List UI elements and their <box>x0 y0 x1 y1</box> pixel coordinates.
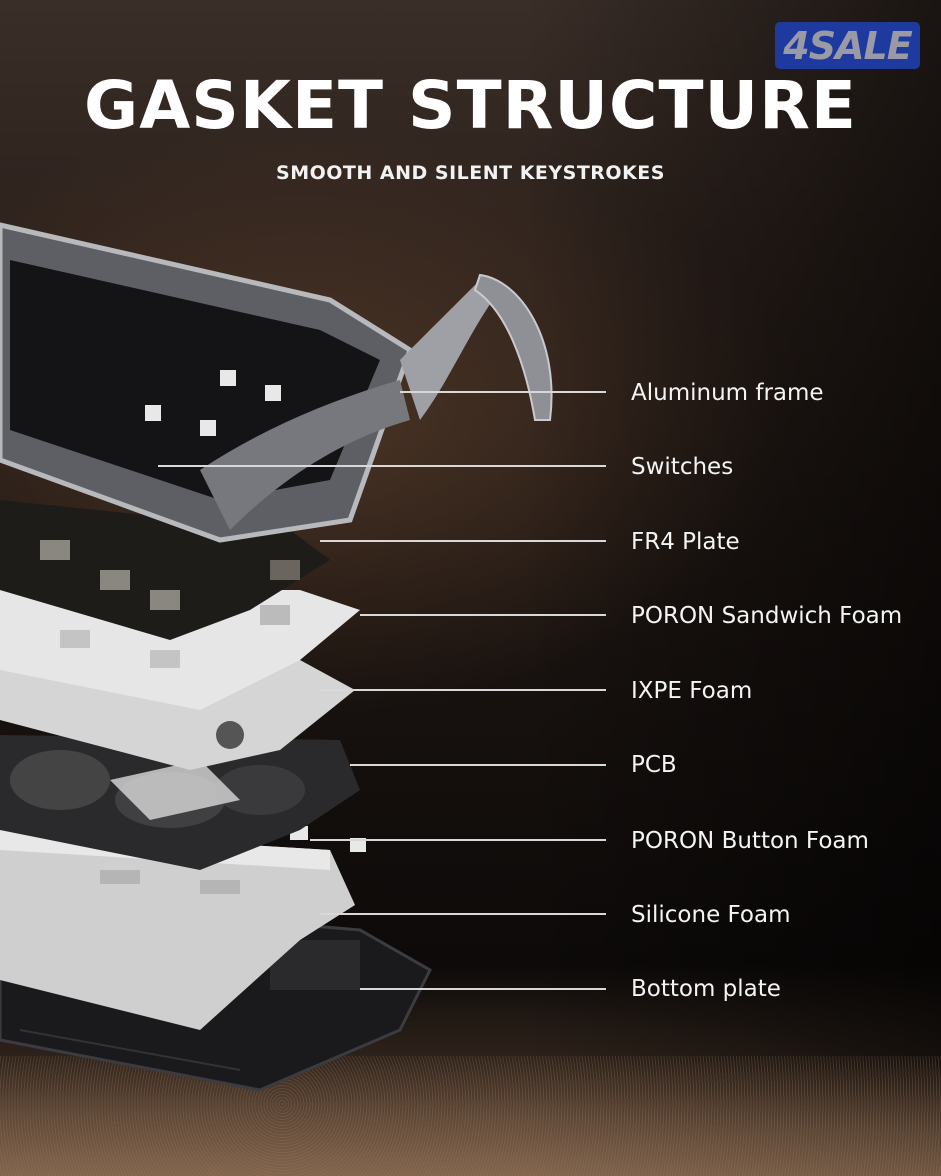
leader-line-silicone-foam <box>320 913 606 915</box>
page-subtitle: SMOOTH AND SILENT KEYSTROKES <box>276 162 665 184</box>
leader-line-bottom-plate <box>360 988 606 990</box>
label-silicone-foam: Silicone Foam <box>631 902 791 928</box>
label-pcb: PCB <box>631 752 677 778</box>
label-aluminum-frame: Aluminum frame <box>631 380 824 406</box>
page-title: GASKET STRUCTURE <box>84 67 857 144</box>
label-bottom-plate: Bottom plate <box>631 976 781 1002</box>
label-poron-button-foam: PORON Button Foam <box>631 828 869 854</box>
label-fr4-plate: FR4 Plate <box>631 529 740 555</box>
leader-line-fr4-plate <box>320 540 606 542</box>
poron-sandwich-foam-layer <box>0 590 360 710</box>
leader-line-switches <box>158 465 606 467</box>
leader-line-poron-button-foam <box>310 839 606 841</box>
aluminum-frame-layer <box>0 222 553 543</box>
poron-button-foam-layer <box>290 826 366 852</box>
leader-line-aluminum-frame <box>400 391 606 393</box>
leader-line-ixpe-foam <box>320 689 606 691</box>
label-poron-sandwich-foam: PORON Sandwich Foam <box>631 603 903 629</box>
label-switches: Switches <box>631 454 734 480</box>
floor-surface <box>0 1056 941 1176</box>
label-ixpe-foam: IXPE Foam <box>631 678 753 704</box>
pcb-layer <box>0 735 360 870</box>
switches-layer <box>145 370 281 436</box>
leader-line-poron-sandwich-foam <box>360 614 606 616</box>
4sale-badge: 4SALE <box>775 22 920 69</box>
leader-line-pcb <box>350 764 606 766</box>
